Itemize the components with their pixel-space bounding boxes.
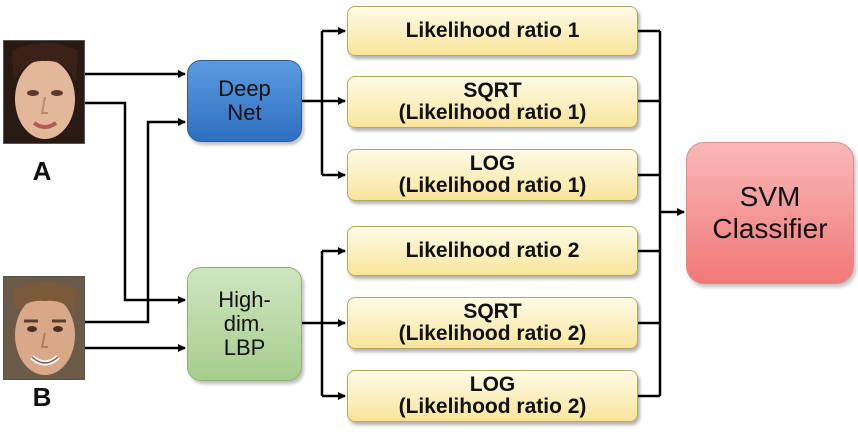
svm-classifier-box: SVM Classifier xyxy=(686,142,854,284)
ratio-6-line1: LOG xyxy=(469,373,516,396)
ratio-1-text: Likelihood ratio 1 xyxy=(405,19,580,42)
label-b: B xyxy=(32,382,52,412)
ratio-5-line1: SQRT xyxy=(463,300,522,323)
deep-net-box: Deep Net xyxy=(187,60,302,142)
ratio-box-sqrt-1: SQRT (Likelihood ratio 1) xyxy=(347,76,638,128)
lbp-line2: dim. xyxy=(223,311,266,336)
face-image-a xyxy=(3,40,85,144)
deep-net-line1: Deep xyxy=(218,76,271,101)
svm-line1: SVM xyxy=(739,181,801,212)
ratio-2-line1: SQRT xyxy=(463,79,522,102)
ratio-4-text: Likelihood ratio 2 xyxy=(405,239,580,262)
ratio-5-line2: (Likelihood ratio 2) xyxy=(398,322,587,345)
ratio-box-likelihood-2: Likelihood ratio 2 xyxy=(347,226,638,276)
deep-net-line2: Net xyxy=(227,100,262,125)
lbp-line3: LBP xyxy=(223,335,266,360)
ratio-box-log-2: LOG (Likelihood ratio 2) xyxy=(347,370,638,422)
lbp-line1: High- xyxy=(218,287,271,312)
face-image-b xyxy=(3,276,85,380)
ratio-box-log-1: LOG (Likelihood ratio 1) xyxy=(347,149,638,201)
arrow-a-to-lbp xyxy=(85,101,186,304)
ratio-box-likelihood-1: Likelihood ratio 1 xyxy=(347,6,638,56)
ratio-3-line1: LOG xyxy=(469,152,516,175)
lbp-box: High- dim. LBP xyxy=(187,267,302,381)
ratio-3-line2: (Likelihood ratio 1) xyxy=(398,174,587,197)
ratio-6-line2: (Likelihood ratio 2) xyxy=(398,395,587,418)
svm-line2: Classifier xyxy=(712,213,828,244)
ratio-box-sqrt-2: SQRT (Likelihood ratio 2) xyxy=(347,297,638,349)
ratio-2-line2: (Likelihood ratio 1) xyxy=(398,101,587,124)
arrow-b-to-deep-net xyxy=(85,118,186,324)
label-a: A xyxy=(32,156,52,186)
